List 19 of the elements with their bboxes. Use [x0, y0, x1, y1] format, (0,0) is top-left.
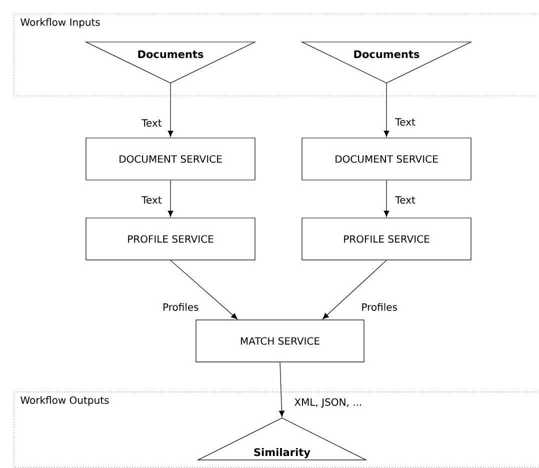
service-box: PROFILE SERVICE — [302, 218, 472, 260]
arrow — [384, 180, 390, 217]
arrow — [279, 362, 284, 417]
arrow — [322, 260, 387, 320]
edge-label: Profiles — [360, 302, 398, 312]
service-box: MATCH SERVICE — [196, 320, 364, 362]
arrow — [384, 82, 390, 137]
service-box: DOCUMENT SERVICE — [302, 138, 472, 180]
arrow — [168, 82, 174, 137]
service-box: PROFILE SERVICE — [86, 218, 256, 260]
edge-label: XML, JSON, ... — [293, 397, 364, 409]
edge-label: Text — [394, 117, 416, 127]
service-box: DOCUMENT SERVICE — [86, 138, 256, 180]
edge-label: Text — [394, 195, 416, 205]
edge-label: Profiles — [162, 302, 200, 312]
edge-label: Text — [140, 195, 163, 205]
edge-label: Text — [140, 118, 163, 128]
arrow — [170, 260, 238, 320]
arrow — [168, 180, 174, 217]
